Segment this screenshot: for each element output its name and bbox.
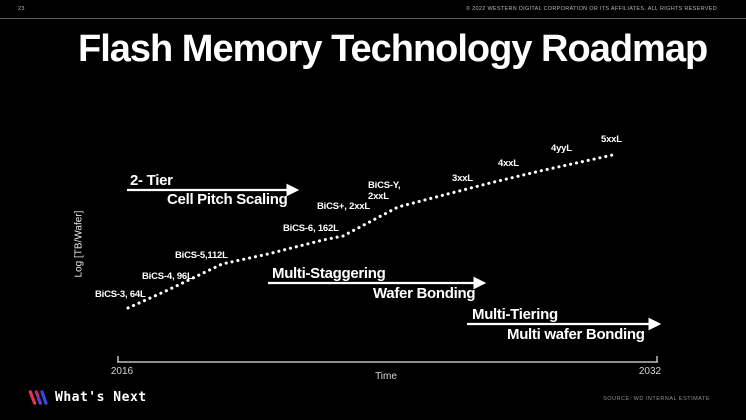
- generation-label-0: BiCS-3, 64L: [95, 289, 146, 300]
- generation-label-8: 4yyL: [551, 143, 572, 154]
- x-axis-tick-label-2: 2032: [638, 366, 662, 377]
- era-subtitle-1: Wafer Bonding: [373, 285, 476, 302]
- slide-title: Flash Memory Technology Roadmap: [78, 28, 708, 70]
- generation-label-7: 4xxL: [498, 158, 519, 169]
- era-title-2: Multi-Tiering: [472, 306, 558, 323]
- y-axis-label: Log [TB/Wafer]: [73, 210, 85, 278]
- era-title-0: 2- Tier: [130, 172, 173, 189]
- whats-next-label: What's Next: [55, 390, 147, 405]
- x-axis-tick-label-1: Time: [375, 371, 397, 382]
- generation-label-1: BiCS-4, 96L: [142, 271, 193, 282]
- slide-topbar: 23 © 2022 WESTERN DIGITAL CORPORATION OR…: [0, 0, 746, 19]
- generation-label-3: BiCS-6, 162L: [283, 223, 339, 234]
- generation-label-6: 3xxL: [452, 173, 473, 184]
- whats-next-logo-icon: [28, 390, 48, 405]
- whats-next-brand: What's Next: [27, 389, 147, 406]
- era-subtitle-0: Cell Pitch Scaling: [167, 191, 288, 208]
- generation-label-5: BiCS-Y, 2xxL: [368, 180, 401, 202]
- era-title-1: Multi-Staggering: [272, 265, 386, 282]
- page-number: 23: [18, 6, 25, 12]
- copyright-text: © 2022 WESTERN DIGITAL CORPORATION OR IT…: [466, 6, 717, 12]
- slide-footer: What's Next SOURCE: WD INTERNAL ESTIMATE: [0, 384, 746, 420]
- era-subtitle-2: Multi wafer Bonding: [507, 326, 645, 343]
- roadmap-dotted-curve: [126, 152, 619, 310]
- generation-label-9: 5xxL: [601, 134, 622, 145]
- x-axis-tick-label-0: 2016: [110, 366, 134, 377]
- generation-label-2: BiCS-5,112L: [175, 250, 228, 261]
- generation-label-4: BiCS+, 2xxL: [317, 201, 370, 212]
- source-note: SOURCE: WD INTERNAL ESTIMATE: [603, 396, 710, 402]
